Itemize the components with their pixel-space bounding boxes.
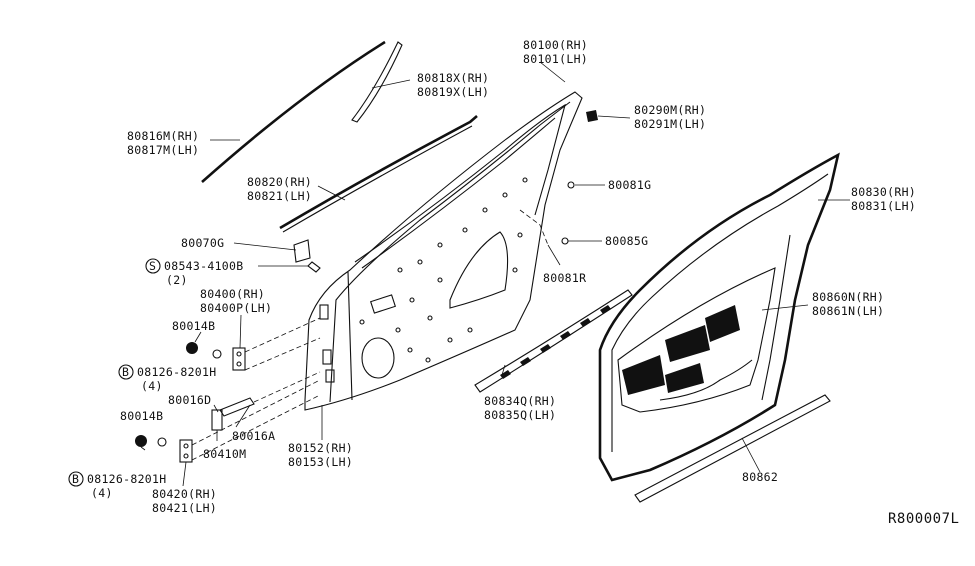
label-80862: 80862 <box>742 470 778 484</box>
inner-belt-weatherstrip <box>279 115 478 230</box>
label-80014b-lower: 80014B <box>120 409 163 423</box>
bolt-symbol-lower: B <box>68 471 84 487</box>
label-80152-rh: 80152(RH) <box>288 441 353 455</box>
label-80400-lh: 80400P(LH) <box>200 301 272 315</box>
door-weatherstrip <box>598 152 840 482</box>
svg-text:S: S <box>149 259 156 273</box>
label-80830-lh: 80831(LH) <box>851 199 916 213</box>
label-80420-rh: 80420(RH) <box>152 487 217 501</box>
clip-80070g <box>293 239 311 263</box>
label-80100-lh: 80101(LH) <box>523 52 588 66</box>
label-80834-rh: 80834Q(RH) <box>484 394 556 408</box>
label-80400-rh: 80400(RH) <box>200 287 265 301</box>
label-80290-lh: 80291M(LH) <box>634 117 706 131</box>
label-80834-lh: 80835Q(LH) <box>484 408 556 422</box>
label-80081r: 80081R <box>543 271 586 285</box>
label-80860-lh: 80861N(LH) <box>812 304 884 318</box>
label-08543-qty: (2) <box>166 273 188 287</box>
grommet-80081g <box>567 181 575 189</box>
svg-text:B: B <box>122 365 129 379</box>
label-80860-rh: 80860N(RH) <box>812 290 884 304</box>
grommet-lower <box>135 435 147 447</box>
label-80085g: 80085G <box>605 234 648 248</box>
label-80014b-upper: 80014B <box>172 319 215 333</box>
label-80081g: 80081G <box>608 178 651 192</box>
screw-08543 <box>307 261 321 273</box>
label-80816-rh: 80816M(RH) <box>127 129 199 143</box>
upper-hinge <box>212 347 246 371</box>
label-08126-upper: 08126-8201H <box>137 365 216 379</box>
label-80290-rh: 80290M(RH) <box>634 103 706 117</box>
grommet-upper <box>186 342 198 354</box>
label-80818-rh: 80818X(RH) <box>417 71 489 85</box>
reference-code: R800007L <box>888 511 959 527</box>
label-80152-lh: 80153(LH) <box>288 455 353 469</box>
clip-80085g <box>561 237 569 245</box>
label-80816-lh: 80817M(LH) <box>127 143 199 157</box>
screw-symbol: S <box>145 258 161 274</box>
sealing-screen <box>617 267 776 413</box>
label-80820-rh: 80820(RH) <box>247 175 312 189</box>
label-80818-lh: 80819X(LH) <box>417 85 489 99</box>
label-80016a: 80016A <box>232 429 275 443</box>
label-80070g: 80070G <box>181 236 224 250</box>
label-80830-rh: 80830(RH) <box>851 185 916 199</box>
label-80420-lh: 80421(LH) <box>152 501 217 515</box>
door-outside-moulding <box>474 289 633 393</box>
partition-sash <box>351 41 403 123</box>
door-panel <box>304 91 583 411</box>
label-80410m: 80410M <box>203 447 246 461</box>
label-80016d: 80016D <box>168 393 211 407</box>
label-08543: 08543-4100B <box>164 259 243 273</box>
label-08126-lower: 08126-8201H <box>87 472 166 486</box>
svg-text:B: B <box>72 472 79 486</box>
label-80820-lh: 80821(LH) <box>247 189 312 203</box>
sill-moulding <box>634 394 831 503</box>
outer-window-moulding <box>201 40 386 183</box>
label-80100-rh: 80100(RH) <box>523 38 588 52</box>
bolt-symbol-upper: B <box>118 364 134 380</box>
check-link <box>219 397 255 417</box>
label-08126-upper-qty: (4) <box>141 379 163 393</box>
bracket-80290m <box>586 110 598 122</box>
label-08126-lower-qty: (4) <box>91 486 113 500</box>
